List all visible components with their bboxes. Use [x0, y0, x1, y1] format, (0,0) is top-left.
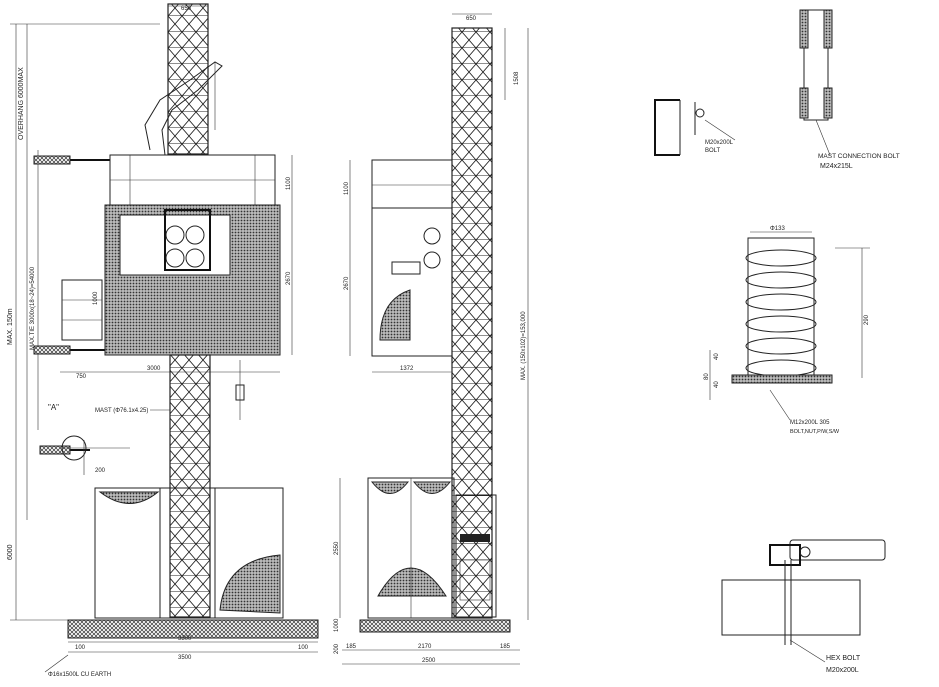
side-top-width: 650: [466, 16, 477, 22]
side-enclosure-height: 2550: [334, 541, 340, 555]
spring-width: Φ133: [770, 226, 785, 232]
spring-bolt-label: M12x200L 305: [790, 420, 830, 426]
detail-mast-bolt: MAST CONNECTION BOLT M24x215L: [799, 9, 900, 170]
front-cabin-height: 1100: [286, 176, 292, 190]
front-overhang-label: OVERHANG 6000MAX: [18, 67, 25, 140]
front-cage-height: 2670: [286, 271, 292, 285]
front-enclosure-height: 6000: [7, 544, 14, 560]
side-base-total: 2500: [422, 658, 436, 664]
hex-bolt-size: M20x200L: [826, 667, 859, 674]
front-detail-tag: "A": [48, 403, 59, 412]
side-base-right: 185: [500, 644, 511, 650]
mast-bolt-size: M24x215L: [820, 163, 853, 170]
hex-bolt-label: HEX BOLT: [826, 655, 861, 662]
side-base-height-a: 1000: [334, 618, 340, 632]
side-base-mid: 2170: [418, 644, 432, 650]
front-left-margin: 100: [75, 645, 86, 651]
detail-hex-bolt: HEX BOLT M20x200L: [721, 539, 886, 674]
front-mast-note: MAX.TIE 3000x(18~24)=54000: [30, 266, 36, 350]
side-cage-height: 2670: [344, 276, 350, 290]
front-base-outer: 3500: [178, 655, 192, 661]
side-base-height-b: 200: [334, 643, 340, 654]
front-earth-label: Φ16x1500L CU EARTH: [48, 672, 111, 678]
front-base-inner: 3300: [178, 636, 192, 642]
front-side-dim: 1000: [93, 291, 99, 305]
spring-dim-a: 80: [704, 373, 710, 380]
spring-dim-b: 40: [714, 353, 720, 360]
front-cage-width: 3000: [147, 366, 161, 372]
spring-dim-c: 40: [714, 381, 720, 388]
front-mast-label: MAST (Φ76.1x4.25): [95, 408, 148, 414]
detail-spring-buffer: Φ133 290 80 40 40 M12x200L 305 BOLT,NUT,…: [704, 226, 870, 435]
side-mast-height: MAX. (150x102)=153,000: [521, 311, 527, 380]
side-cabin-height: 1100: [344, 181, 350, 195]
front-offset-dim: 750: [76, 374, 87, 380]
front-view: MAX. 150m OVERHANG 6000MAX MAX.TIE 3000x…: [7, 3, 319, 678]
front-detail-dim: 200: [95, 468, 106, 474]
side-base-left: 185: [346, 644, 357, 650]
front-right-margin: 100: [298, 645, 309, 651]
front-overall-height: MAX. 150m: [7, 308, 14, 345]
spring-height: 290: [864, 314, 870, 325]
bolt1-sub: BOLT: [705, 148, 721, 154]
side-view: 650 1508 MAX. (150x102)=153,000 1100 267…: [334, 13, 529, 665]
mast-bolt-label: MAST CONNECTION BOLT: [818, 153, 900, 160]
spring-bolt-sub: BOLT,NUT,P/W,S/W: [790, 429, 840, 435]
side-top-section: 1508: [514, 71, 520, 85]
detail-bolt-channel: M20x200L BOLT: [654, 99, 736, 156]
front-top-width: 650: [181, 6, 192, 12]
side-cage-width: 1372: [400, 366, 414, 372]
bolt1-label: M20x200L: [705, 140, 734, 146]
